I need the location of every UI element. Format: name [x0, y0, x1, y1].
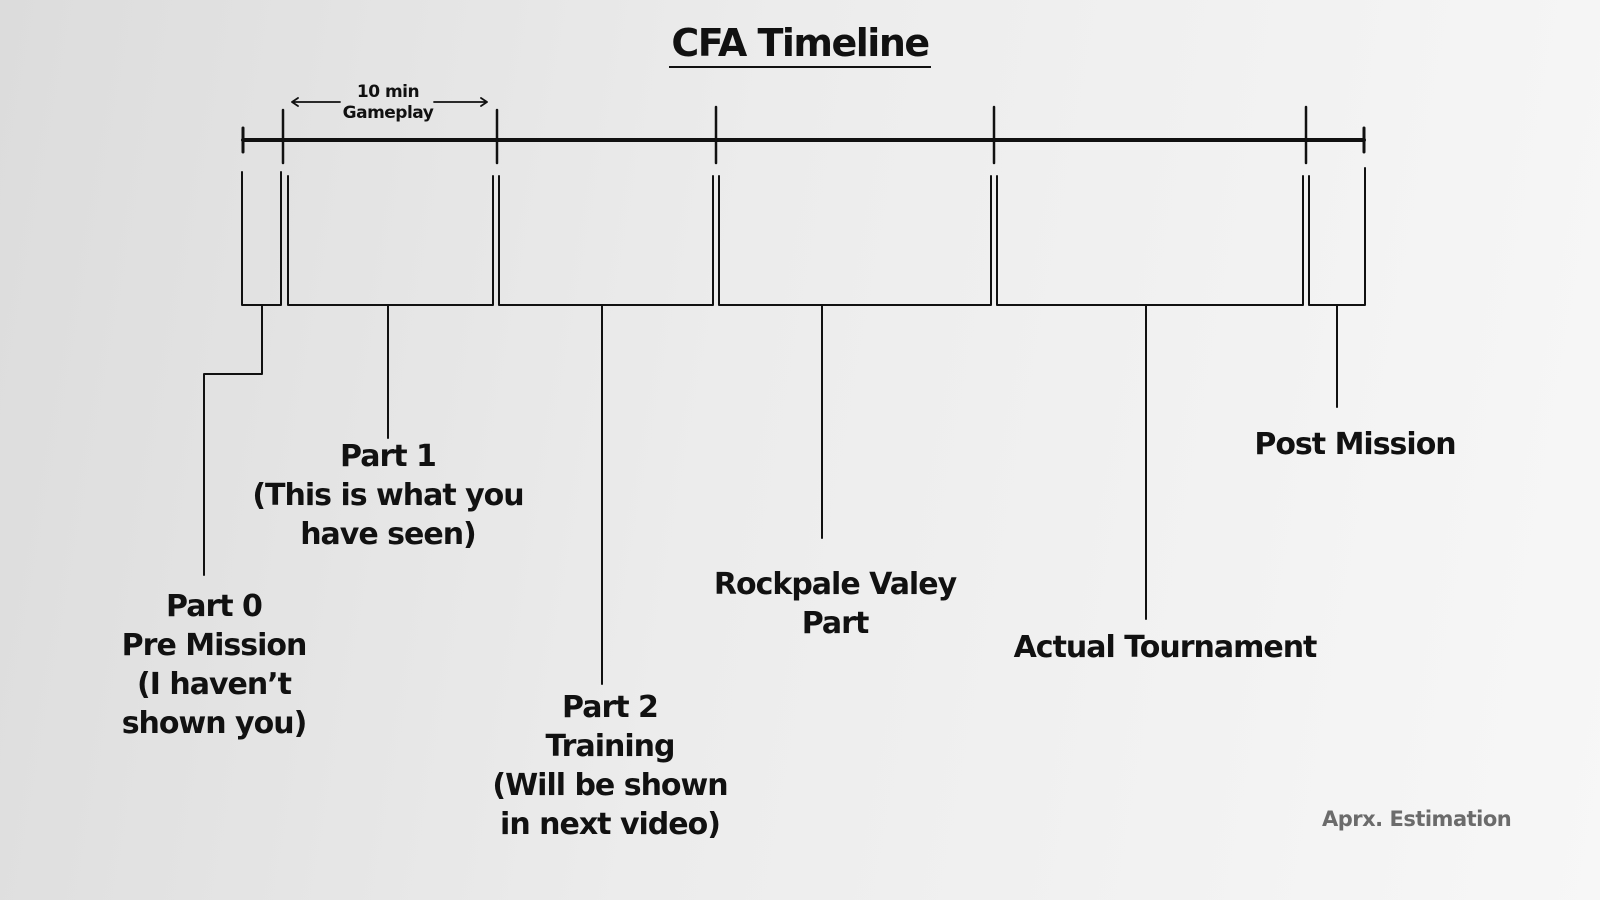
duration-label: 10 min Gameplay — [342, 82, 434, 123]
label-part1: Part 1 (This is what you have seen) — [252, 439, 524, 552]
bracket-post — [1308, 167, 1366, 306]
bracket-rockpale — [718, 175, 992, 306]
bracket-part0 — [241, 171, 282, 306]
leader-part0 — [203, 304, 263, 576]
label-part2: Part 2 Training (Will be shown in next v… — [492, 690, 728, 842]
label-tournament: Actual Tournament — [1013, 630, 1318, 665]
bracket-part1 — [287, 175, 494, 306]
label-part0: Part 0 Pre Mission (I haven’t shown you) — [121, 589, 308, 741]
duration-arrow — [291, 97, 488, 107]
bracket-tournament — [996, 175, 1304, 306]
estimation-note: Aprx. Estimation — [1322, 807, 1512, 831]
label-rockpale: Rockpale Valey Part — [713, 567, 957, 641]
bracket-part2 — [498, 175, 714, 306]
page-title: CFA Timeline — [0, 20, 1600, 68]
label-post-mission: Post Mission — [1254, 427, 1456, 462]
